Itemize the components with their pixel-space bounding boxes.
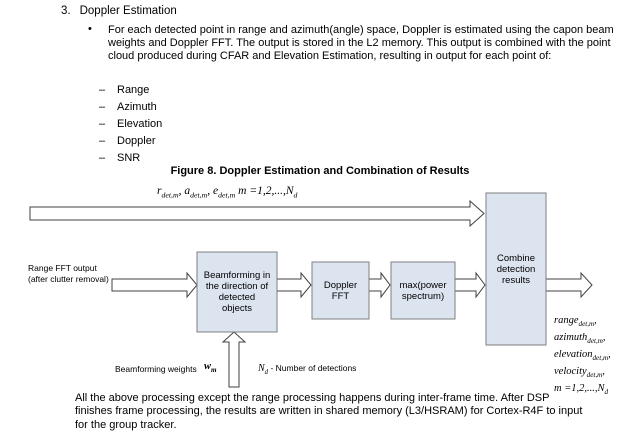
list-item: – SNR xyxy=(99,152,162,169)
box-label-line: spectrum) xyxy=(401,290,445,302)
sub-item-list: – Range – Azimuth – Elevation – Doppler … xyxy=(99,84,162,169)
list-item-label: SNR xyxy=(117,152,141,164)
box-label-line: Beamforming in xyxy=(203,270,271,281)
range-fft-input-label: Range FFT output (after clutter removal) xyxy=(28,263,109,284)
output-arrow xyxy=(545,271,593,299)
output-label-azimuth: azimuthdet,m, xyxy=(554,332,606,346)
list-item-label: Doppler xyxy=(117,135,156,147)
section-title: Doppler Estimation xyxy=(79,5,177,17)
dash-marker: – xyxy=(99,152,106,164)
dash-marker: – xyxy=(99,118,106,130)
doppler-to-max-arrow xyxy=(368,271,391,299)
beamforming-box xyxy=(196,251,278,333)
box-label-line: objects xyxy=(221,303,253,314)
input-label-line: (after clutter removal) xyxy=(28,273,109,284)
list-item-label: Elevation xyxy=(117,118,163,130)
top-detections-arrow xyxy=(29,199,485,228)
nd-text: - Number of detections xyxy=(270,363,357,373)
box-label-line: detected xyxy=(218,292,256,303)
beamforming-weights-label: Beamforming weights xyxy=(115,364,197,374)
box-label-line: Combine xyxy=(496,252,536,264)
beamforming-weights-symbol: wm xyxy=(204,361,217,375)
section-bullet-text: For each detected point in range and azi… xyxy=(108,24,614,63)
output-variable-labels: rangedet,m, azimuthdet,m, elevationdet,m… xyxy=(554,314,611,399)
combine-results-box-label: Combine detection results xyxy=(486,193,546,345)
box-label-line: FFT xyxy=(331,290,350,302)
output-label-index: m =1,2,...,Nd xyxy=(554,383,609,397)
closing-paragraph: All the above processing except the rang… xyxy=(75,392,583,431)
output-label-range: rangedet,m, xyxy=(554,315,597,329)
max-to-combine-arrow xyxy=(454,271,486,299)
dash-marker: – xyxy=(99,101,106,113)
list-item-label: Azimuth xyxy=(117,101,157,113)
list-item: – Elevation xyxy=(99,118,162,135)
dash-marker: – xyxy=(99,135,106,147)
input-arrow xyxy=(111,271,198,299)
nd-definition-note: Nd - Number of detections xyxy=(258,363,356,376)
doppler-fft-box xyxy=(311,261,370,320)
doppler-fft-box-label: Doppler FFT xyxy=(312,262,369,319)
combine-results-box xyxy=(485,192,547,346)
beamforming-weights-arrow xyxy=(221,331,247,388)
max-power-box-label: max(power spectrum) xyxy=(391,262,455,319)
output-label-velocity: velocitydet,m, xyxy=(554,366,605,380)
input-label-line: Range FFT output xyxy=(28,263,97,273)
dash-marker: – xyxy=(99,84,106,96)
list-item: – Range xyxy=(99,84,162,101)
figure-caption: Figure 8. Doppler Estimation and Combina… xyxy=(170,165,470,177)
top-detections-label: rdet,m, adet,m, edet,m m =1,2,...,Nd xyxy=(157,185,298,200)
box-label-line: results xyxy=(502,274,530,286)
bullet-marker: • xyxy=(88,23,92,35)
list-item-label: Range xyxy=(117,84,150,96)
nd-symbol: Nd xyxy=(258,363,269,376)
section-heading: 3. Doppler Estimation xyxy=(61,5,177,17)
box-label-line: detection xyxy=(496,263,536,275)
beamforming-box-label: Beamforming in the direction of detected… xyxy=(197,252,277,332)
box-label-line: max(power xyxy=(399,279,447,291)
box-label-line: Doppler xyxy=(323,279,358,291)
beamforming-to-doppler-arrow xyxy=(276,271,312,299)
max-power-box xyxy=(390,261,456,320)
box-label-line: the direction of xyxy=(205,281,269,292)
section-number: 3. xyxy=(61,5,71,17)
list-item: – Azimuth xyxy=(99,101,162,118)
list-item: – Doppler xyxy=(99,135,162,152)
output-label-elevation: elevationdet,m, xyxy=(554,349,611,363)
